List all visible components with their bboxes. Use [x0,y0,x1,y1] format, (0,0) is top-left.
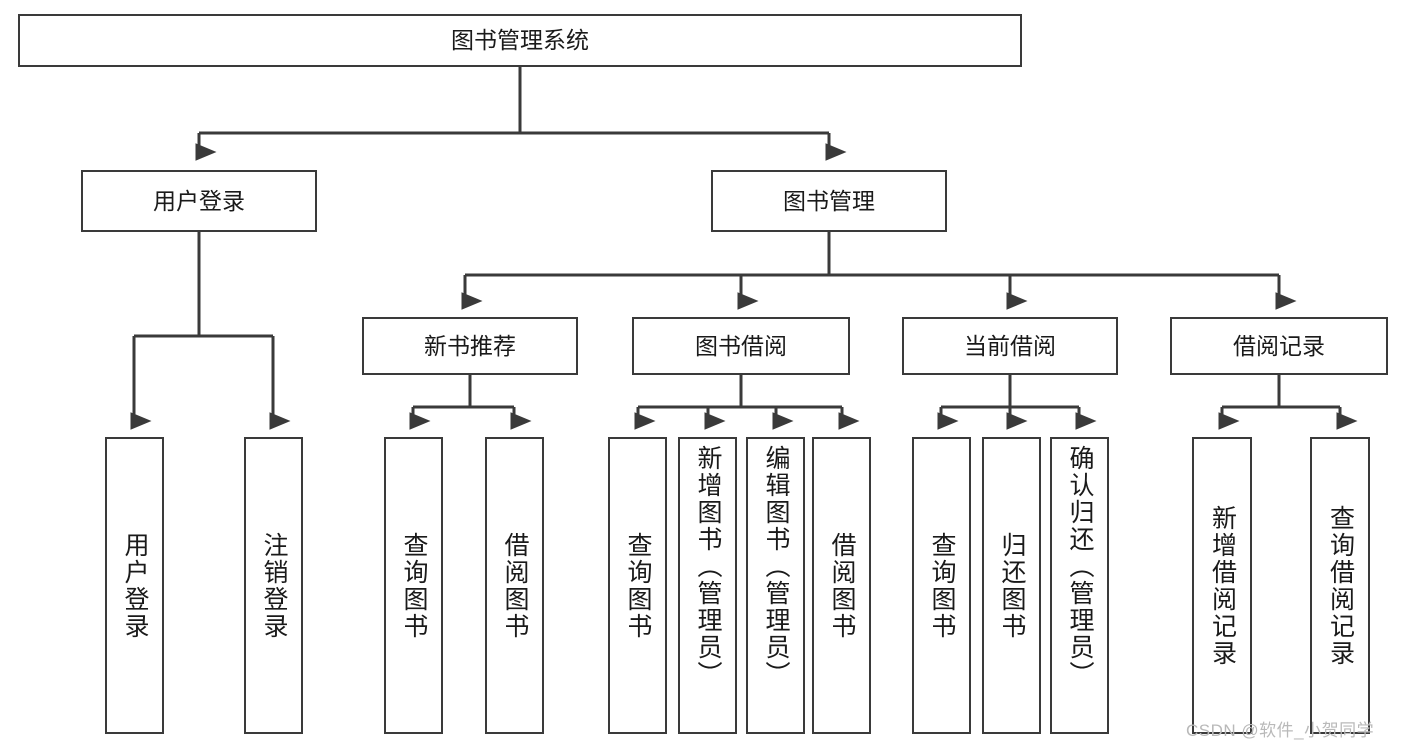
node-label: 图书管理 [783,187,875,214]
node-label: 图书管理系统 [451,27,589,54]
node-borrow-record[interactable]: 借阅记录 [1170,317,1388,375]
node-label: 新书推荐 [424,332,516,359]
node-label: 新增图书（管理员） [694,445,722,688]
leaf-return-books[interactable]: 归还图书 [982,437,1041,734]
leaf-user-login[interactable]: 用户登录 [105,437,164,734]
node-label: 用户登录 [153,187,245,214]
node-label: 借阅图书 [828,531,856,640]
node-label: 查询图书 [928,531,956,640]
leaf-add-borrow-record[interactable]: 新增借阅记录 [1192,437,1252,734]
node-label: 用户登录 [121,531,149,640]
node-label: 注销登录 [260,531,288,640]
node-current-borrow[interactable]: 当前借阅 [902,317,1118,375]
node-user-login[interactable]: 用户登录 [81,170,317,232]
leaf-borrow-books-recommend[interactable]: 借阅图书 [485,437,544,734]
node-label: 图书借阅 [695,332,787,359]
node-label: 确认归还（管理员） [1066,445,1094,688]
leaf-confirm-return-admin[interactable]: 确认归还（管理员） [1050,437,1109,734]
leaf-query-borrow-record[interactable]: 查询借阅记录 [1310,437,1370,734]
node-label: 当前借阅 [964,332,1056,359]
node-label: 归还图书 [998,531,1026,640]
node-book-management[interactable]: 图书管理 [711,170,947,232]
leaf-add-book-admin[interactable]: 新增图书（管理员） [678,437,737,734]
watermark-text: CSDN @软件_小贺同学 [1186,721,1375,740]
leaf-borrow-books[interactable]: 借阅图书 [812,437,871,734]
node-root-system[interactable]: 图书管理系统 [18,14,1022,67]
leaf-logout[interactable]: 注销登录 [244,437,303,734]
node-label: 查询借阅记录 [1326,504,1355,667]
node-new-book-recommend[interactable]: 新书推荐 [362,317,578,375]
leaf-query-books-borrow[interactable]: 查询图书 [608,437,667,734]
node-label: 查询图书 [400,531,428,640]
node-label: 查询图书 [624,531,652,640]
node-book-borrow[interactable]: 图书借阅 [632,317,850,375]
leaf-edit-book-admin[interactable]: 编辑图书（管理员） [746,437,805,734]
node-label: 借阅记录 [1233,332,1325,359]
node-label: 新增借阅记录 [1208,504,1237,667]
node-label: 借阅图书 [501,531,529,640]
node-label: 编辑图书（管理员） [762,445,790,688]
leaf-query-books-recommend[interactable]: 查询图书 [384,437,443,734]
leaf-query-books-current[interactable]: 查询图书 [912,437,971,734]
